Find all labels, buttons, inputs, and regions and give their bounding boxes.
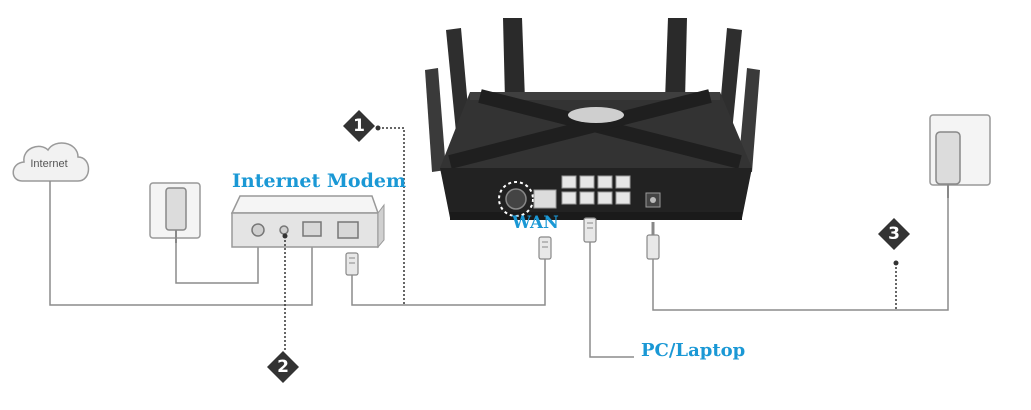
step-3-badge: 3	[877, 217, 911, 251]
modem-ethernet-plug-icon	[345, 252, 359, 276]
wan-cable	[351, 257, 546, 306]
step-1-badge: 1	[342, 109, 376, 143]
modem-power-adapter-icon	[149, 182, 201, 243]
pc-cable	[589, 242, 634, 358]
wan-ethernet-plug-icon	[538, 236, 552, 260]
internet-cloud-icon	[12, 142, 90, 182]
step-2-badge: 2	[266, 350, 300, 384]
step-2-number: 2	[277, 357, 289, 377]
router-power-plug-icon	[646, 222, 660, 260]
router-power-adapter-icon	[929, 114, 991, 198]
step-3-number: 3	[888, 224, 900, 244]
step1-leader	[378, 127, 405, 305]
internet-modem-icon	[230, 195, 385, 249]
step-1-number: 1	[353, 116, 365, 136]
modem-label: Internet Modem	[232, 170, 407, 192]
router-power-cable	[652, 198, 949, 311]
cloud-modem-cable	[49, 181, 313, 306]
pc-laptop-label: PC/Laptop	[641, 340, 746, 361]
router-icon	[425, 18, 760, 220]
wan-label: WAN	[512, 213, 559, 233]
lan-ethernet-plug-icon	[583, 217, 597, 243]
cloud-label: Internet	[30, 158, 68, 170]
modem-power-cable	[175, 236, 259, 284]
